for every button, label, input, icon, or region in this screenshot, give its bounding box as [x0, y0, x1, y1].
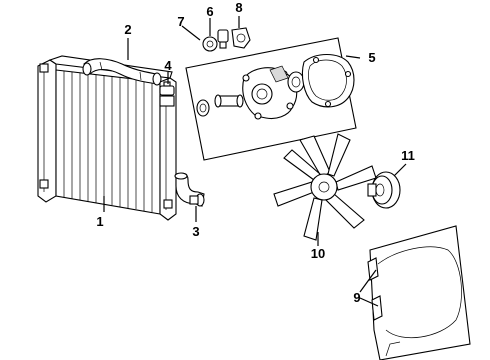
- callout-1: 1: [96, 214, 103, 229]
- thermostat-outlet: [231, 27, 251, 49]
- callout-4: 4: [164, 58, 172, 73]
- callout-10: 10: [311, 246, 325, 261]
- thermostat-housing: [287, 71, 305, 93]
- upper-radiator-hose: [82, 58, 162, 86]
- fan-shroud: [367, 225, 471, 360]
- leader-lines: [103, 16, 407, 307]
- callout-2: 2: [124, 22, 131, 37]
- callout-8: 8: [235, 0, 242, 15]
- callout-6: 6: [206, 4, 213, 19]
- callout-9: 9: [353, 290, 360, 305]
- callout-3: 3: [192, 224, 199, 239]
- temperature-sensor: [217, 29, 229, 49]
- cooling-fan-blade: [273, 133, 377, 241]
- water-pump: [242, 65, 298, 120]
- fan-clutch: [367, 171, 401, 209]
- callout-5: 5: [368, 50, 375, 65]
- callout-11: 11: [401, 148, 415, 163]
- lower-radiator-hose: [174, 172, 205, 207]
- radiator-cap: [159, 81, 175, 96]
- callout-7: 7: [177, 14, 184, 29]
- thermostat-gasket: [202, 36, 218, 52]
- pump-shaft: [196, 94, 244, 117]
- water-pump-gasket: [301, 53, 355, 108]
